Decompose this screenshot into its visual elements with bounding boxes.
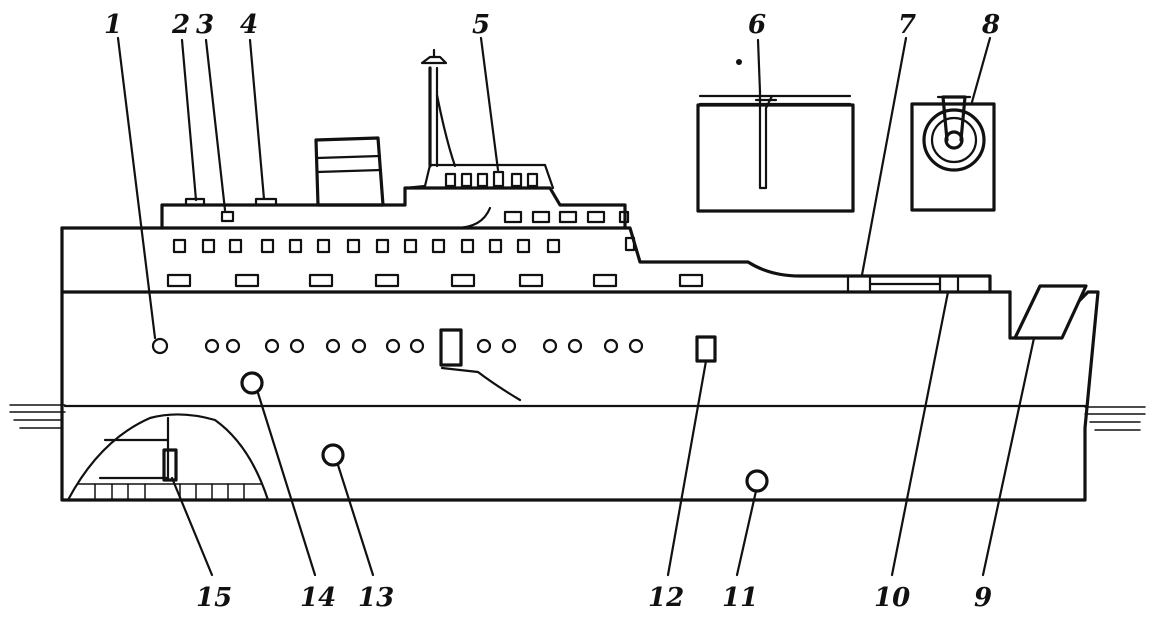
callout-11: 11	[722, 583, 758, 613]
callout-12: 12	[648, 583, 684, 613]
callout-3: 3	[196, 10, 214, 40]
callout-14: 14	[300, 583, 336, 613]
deck-fittings	[184, 197, 278, 223]
stern-ramp	[1013, 284, 1088, 340]
stern-deck-boxes	[846, 274, 960, 294]
bridge-windows	[444, 170, 539, 188]
callout-7: 7	[898, 10, 916, 40]
detail-inset-8	[910, 95, 996, 212]
hull-opening-14	[240, 371, 264, 395]
callout-8: 8	[981, 10, 1000, 40]
callout-2: 2	[171, 10, 190, 40]
callout-5: 5	[472, 10, 490, 40]
callout-13: 13	[358, 583, 394, 613]
callout-10: 10	[874, 583, 910, 613]
mast	[420, 48, 457, 168]
upper-window-row	[503, 210, 630, 224]
callout-numbers: 1 2 3 4 5 6 7 8 9 10 11 12 13 14 15	[104, 10, 1000, 613]
superstructure	[160, 163, 627, 230]
promenade-window-row	[166, 273, 704, 288]
cabin-window-row	[172, 236, 636, 254]
callout-6: 6	[748, 10, 766, 40]
hull-hatch-12	[695, 335, 717, 363]
leader-lines	[116, 36, 1036, 577]
callout-4: 4	[240, 10, 258, 40]
detail-inset-6	[696, 59, 855, 213]
bow-cutaway	[66, 413, 270, 502]
callout-15: 15	[196, 583, 232, 613]
funnel	[314, 136, 385, 207]
callout-9: 9	[974, 583, 992, 613]
hull-opening-13	[321, 443, 345, 467]
hull-opening-11	[745, 469, 769, 493]
callout-1: 1	[104, 10, 122, 40]
side-door	[439, 328, 522, 402]
waterline	[9, 404, 1146, 431]
portholes	[151, 337, 644, 355]
hull	[60, 226, 1100, 502]
